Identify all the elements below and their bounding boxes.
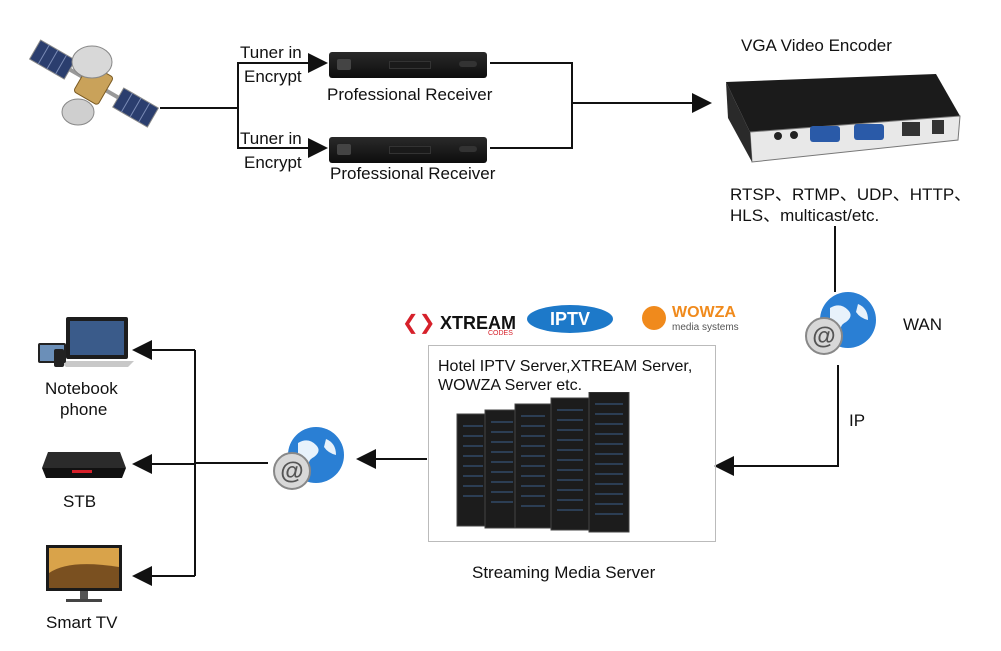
receiver-1-tuner-line1: Tuner in bbox=[240, 43, 302, 62]
stb-icon bbox=[42, 452, 126, 478]
wowza-logo: WOWZA media systems bbox=[642, 304, 739, 333]
receiver-2-tuner-line1: Tuner in bbox=[240, 129, 302, 148]
satellite-link bbox=[160, 53, 328, 109]
receiver-1-device bbox=[329, 52, 487, 78]
wan-to-server bbox=[714, 365, 839, 476]
ip-label: IP bbox=[849, 411, 866, 430]
server-caption-line2: WOWZA Server etc. bbox=[438, 377, 583, 394]
notebook-phone-icon bbox=[38, 317, 134, 367]
client-globe-icon: @ bbox=[273, 427, 344, 490]
wan-globe-icon: @ bbox=[805, 292, 876, 355]
server-caption-line1: Hotel IPTV Server,XTREAM Server, bbox=[438, 358, 693, 375]
vga-encoder-device bbox=[726, 74, 961, 163]
receiver1-to-encoder bbox=[490, 62, 573, 149]
wan-label: WAN bbox=[903, 315, 943, 334]
smart-tv-icon bbox=[46, 545, 122, 602]
receiver-2-label: Professional Receiver bbox=[330, 164, 496, 183]
receiver-2-tuner-line2: Encrypt bbox=[244, 153, 302, 172]
encoder-protocols-line1: RTSP、RTMP、UDP、HTTP、 bbox=[730, 185, 972, 204]
iptv-logo: IPTV bbox=[527, 305, 613, 333]
receiver-1-label: Professional Receiver bbox=[327, 85, 493, 104]
xtream-logo: ❮❯ XTREAM CODES bbox=[402, 312, 516, 337]
client-stb-label: STB bbox=[63, 492, 97, 511]
server-racks-icon bbox=[456, 392, 630, 533]
server-label: Streaming Media Server bbox=[472, 563, 656, 582]
svg-text:@: @ bbox=[812, 323, 835, 350]
client-notebook-line2: phone bbox=[60, 400, 108, 419]
receiver-2-device bbox=[329, 137, 487, 163]
satellite-link-2 bbox=[237, 108, 328, 158]
client-notebook-line1: Notebook bbox=[45, 379, 118, 398]
encoder-protocols-line2: HLS、multicast/etc. bbox=[730, 206, 880, 225]
encoder-title: VGA Video Encoder bbox=[741, 36, 892, 55]
client-tv-label: Smart TV bbox=[46, 613, 118, 632]
receiver-1-tuner-line2: Encrypt bbox=[244, 67, 302, 86]
satellite-icon bbox=[28, 39, 160, 128]
svg-text:@: @ bbox=[280, 458, 303, 485]
server-box bbox=[428, 345, 716, 542]
